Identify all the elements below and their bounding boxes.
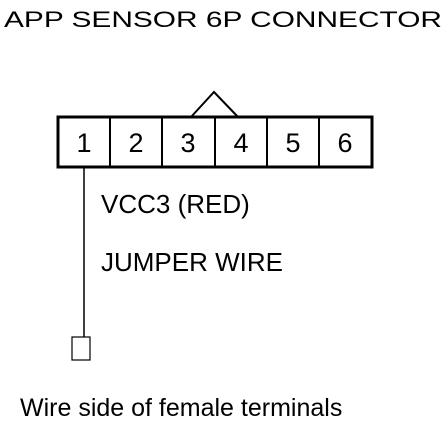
pin-number-1: 1 bbox=[76, 128, 91, 158]
diagram-title: APP SENSOR 6P CONNECTOR bbox=[4, 7, 442, 32]
jumper-wire-terminal bbox=[71, 336, 91, 361]
pin-number-3: 3 bbox=[180, 128, 195, 158]
vcc-label: VCC3 (RED) bbox=[101, 189, 250, 219]
pin-number-6: 6 bbox=[337, 128, 352, 158]
pin-number-5: 5 bbox=[285, 128, 300, 158]
jumper-wire-label: JUMPER WIRE bbox=[101, 247, 283, 277]
diagram-caption: Wire side of female terminals bbox=[20, 394, 342, 422]
pin-number-2: 2 bbox=[128, 128, 143, 158]
pin-number-4: 4 bbox=[233, 128, 248, 158]
connector-lock-tab bbox=[190, 90, 239, 118]
